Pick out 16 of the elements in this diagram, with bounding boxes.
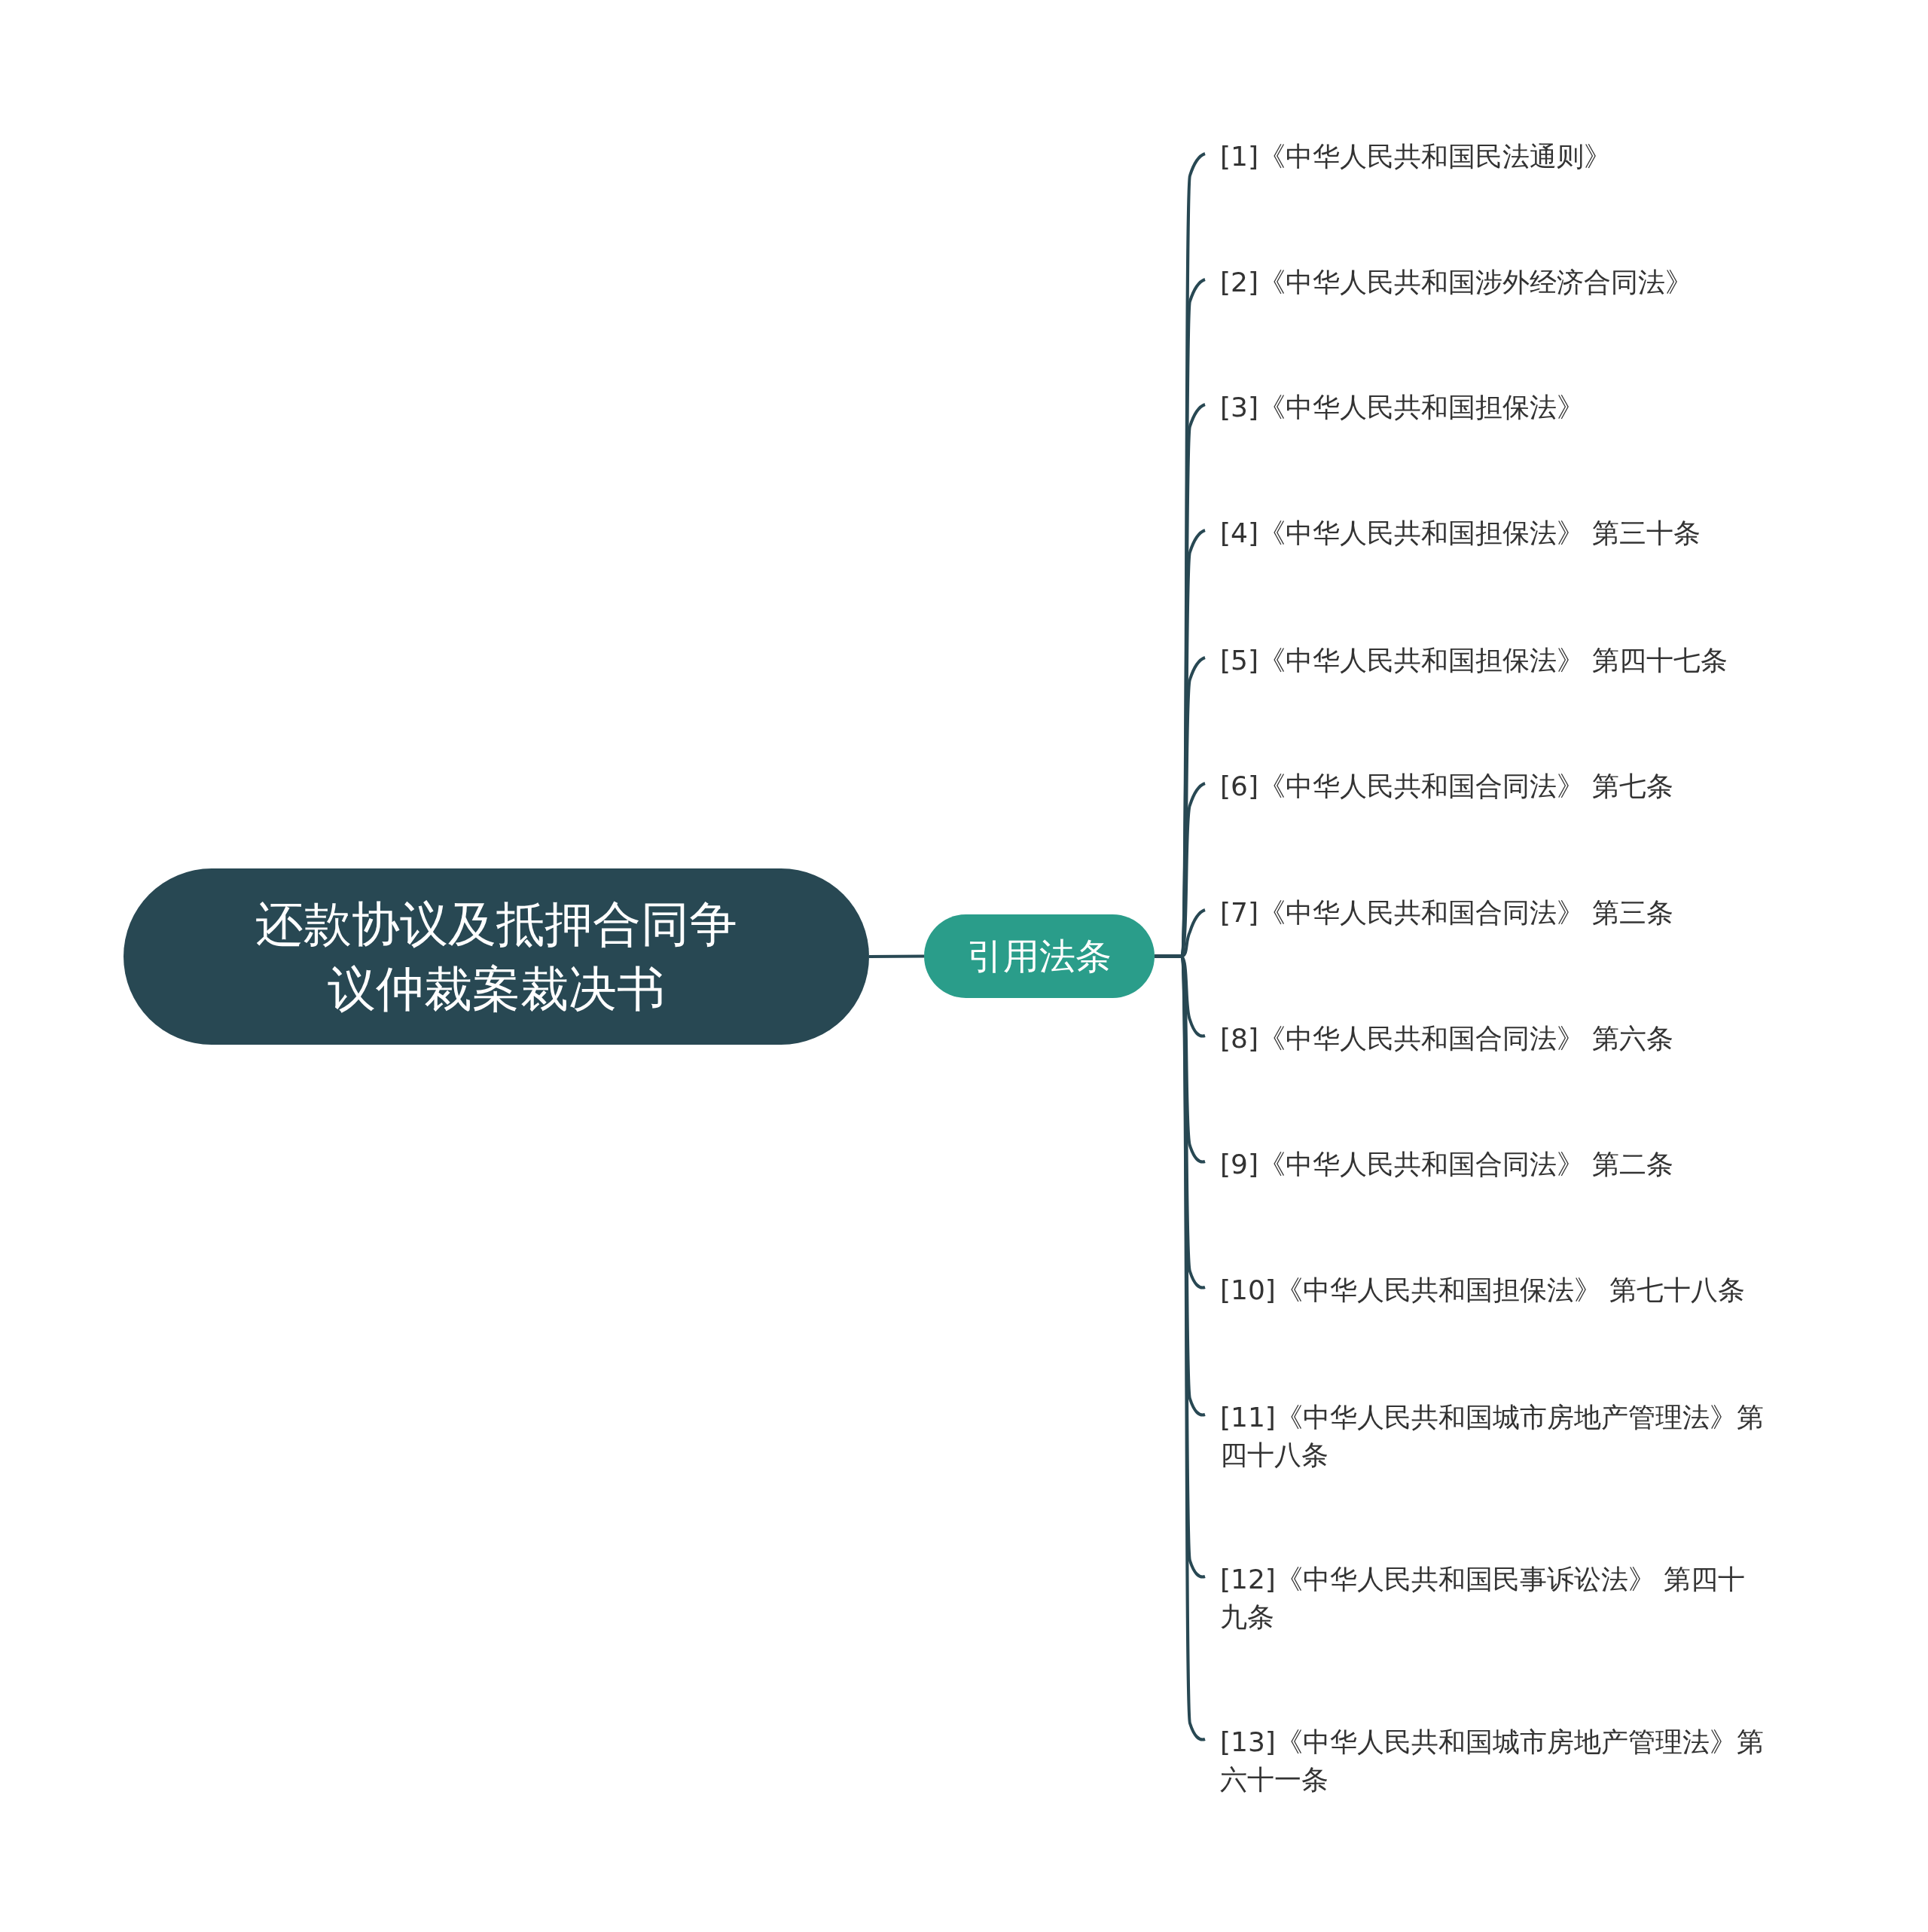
citation-text: [2]《中华人民共和国涉外经济合同法》 bbox=[1205, 264, 1770, 301]
citation-text: [13]《中华人民共和国城市房地产管理法》第六十一条 bbox=[1205, 1723, 1770, 1799]
branch-pill: 引用法条 bbox=[924, 914, 1155, 998]
connector-line bbox=[869, 954, 924, 958]
citation-text: [12]《中华人民共和国民事诉讼法》 第四十九条 bbox=[1205, 1561, 1770, 1636]
topic-pill: 还款协议及抵押合同争议仲裁案裁决书 bbox=[124, 868, 869, 1045]
citation-text: [11]《中华人民共和国城市房地产管理法》第四十八条 bbox=[1205, 1399, 1770, 1474]
citation-text: [5]《中华人民共和国担保法》 第四十七条 bbox=[1205, 642, 1770, 679]
citation-text: [9]《中华人民共和国合同法》 第二条 bbox=[1205, 1146, 1770, 1183]
citation-text: [3]《中华人民共和国担保法》 bbox=[1205, 389, 1770, 426]
citation-text: [6]《中华人民共和国合同法》 第七条 bbox=[1205, 768, 1770, 805]
citation-text: [7]《中华人民共和国合同法》 第三条 bbox=[1205, 894, 1770, 932]
citation-text: [10]《中华人民共和国担保法》 第七十八条 bbox=[1205, 1271, 1770, 1309]
citation-text: [1]《中华人民共和国民法通则》 bbox=[1205, 138, 1770, 175]
citation-text: [8]《中华人民共和国合同法》 第六条 bbox=[1205, 1020, 1770, 1058]
citation-text: [4]《中华人民共和国担保法》 第三十条 bbox=[1205, 514, 1770, 552]
